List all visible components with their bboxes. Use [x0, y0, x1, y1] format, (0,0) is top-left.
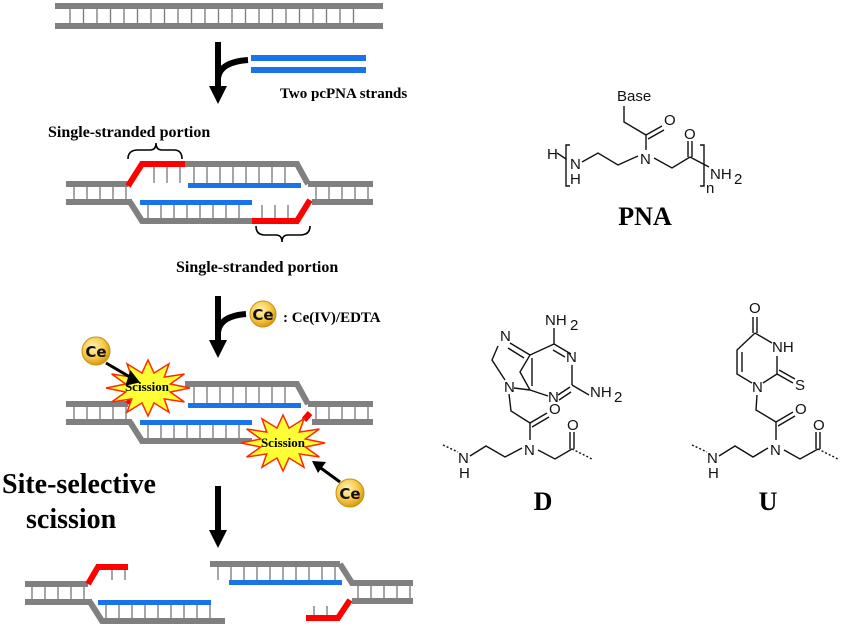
svg-text:N: N [770, 442, 781, 459]
svg-text:H: H [459, 465, 470, 482]
svg-text:N: N [524, 442, 535, 459]
pcpna-label: Two pcPNA strands [280, 86, 407, 102]
svg-text:N: N [504, 379, 515, 396]
ce-atom-bottom: Ce [335, 478, 365, 508]
ce-atom-top: Ce [81, 336, 111, 366]
svg-text:O: O [567, 417, 579, 434]
svg-text:NH: NH [772, 339, 794, 356]
svg-text:H: H [570, 171, 581, 188]
svg-text:O: O [813, 417, 825, 434]
svg-text:N: N [458, 450, 469, 467]
svg-text:H: H [708, 465, 719, 482]
svg-text:n: n [706, 180, 714, 197]
svg-text:Ce: Ce [252, 306, 273, 324]
svg-text:O: O [664, 112, 676, 129]
svg-text:NH: NH [590, 384, 612, 401]
ce-reagent-icon: Ce [249, 300, 277, 328]
ce-legend-label: : Ce(IV)/EDTA [283, 310, 381, 326]
svg-text:2: 2 [734, 171, 742, 188]
svg-text:N: N [548, 389, 559, 406]
svg-text:H: H [547, 146, 558, 163]
svg-text:O: O [749, 300, 761, 317]
svg-text:S: S [795, 377, 805, 394]
reaction-arrow-1 [209, 42, 249, 104]
pna-structure: Base O N H N H O n NH 2 [547, 88, 742, 197]
svg-text:Base: Base [617, 88, 651, 105]
u-structure: O NH S N O N N H O [691, 300, 839, 482]
svg-text:O: O [684, 126, 696, 143]
svg-text:2: 2 [614, 389, 622, 406]
svg-text:N: N [570, 156, 581, 173]
brace-bottom [255, 225, 311, 243]
svg-text:N: N [640, 151, 651, 168]
pcpna-strands-icon [251, 55, 366, 73]
scission-burst-left: Scission [105, 358, 191, 418]
svg-text:N: N [566, 349, 577, 366]
svg-text:Ce: Ce [339, 485, 360, 503]
svg-text:N: N [707, 450, 718, 467]
site-selective-label-line2: scission [26, 504, 117, 535]
svg-text:2: 2 [570, 317, 578, 334]
svg-text:Scission: Scission [261, 435, 306, 450]
product-fragment-left [25, 564, 225, 624]
svg-text:N: N [500, 328, 511, 345]
svg-text:NH: NH [710, 166, 732, 183]
scission-burst-right: Scission [240, 413, 326, 473]
d-structure: NH 2 N NH 2 N N N O N N H O [442, 312, 622, 482]
ce-arrow-top [105, 361, 141, 386]
single-strand-label-top: Single-stranded portion [48, 124, 210, 141]
ce-arrow-bottom [312, 461, 341, 484]
reaction-arrow-2 [209, 296, 247, 358]
scission-duplex [66, 381, 373, 444]
single-strand-label-bottom: Single-stranded portion [176, 259, 338, 276]
brace-top [127, 142, 183, 160]
svg-text:O: O [549, 401, 561, 418]
d-label: D [534, 487, 553, 516]
intact-dna-duplex [55, 3, 383, 29]
svg-text:NH: NH [545, 312, 567, 329]
pna-label: PNA [618, 202, 672, 231]
product-fragment-right [210, 561, 413, 621]
reaction-arrow-3 [209, 486, 227, 548]
u-label: U [759, 487, 778, 516]
svg-text:N: N [752, 379, 763, 396]
site-selective-label-line1: Site-selective [2, 469, 156, 500]
invaded-duplex [66, 161, 373, 224]
svg-text:O: O [795, 401, 807, 418]
svg-text:Ce: Ce [85, 343, 106, 361]
